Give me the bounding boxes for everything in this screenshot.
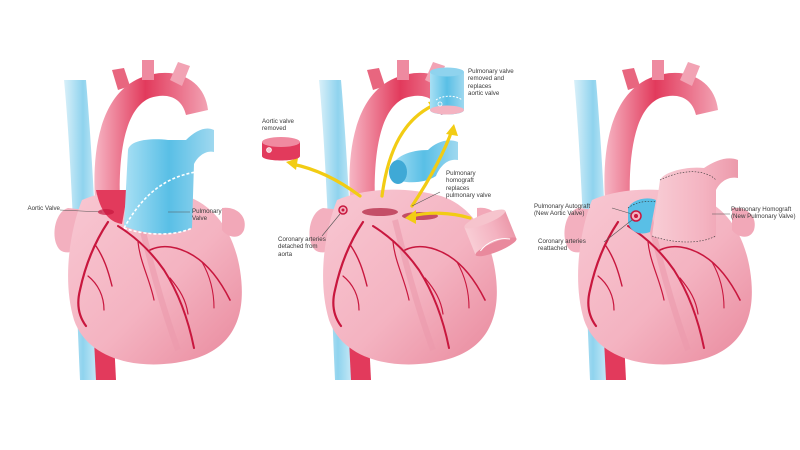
label-pulmonary-homograft: Pulmonary Homograft (New Pulmonary Valve… (731, 206, 796, 221)
aortic-valve-removed-icon (262, 137, 300, 161)
panel-normal-heart (54, 60, 244, 380)
pulmonary-homograft-graft (652, 158, 738, 242)
label-pulmonary-homograft-replaces: Pulmonary homograft replaces pulmonary v… (446, 170, 492, 200)
panel-procedure (262, 60, 517, 380)
label-aortic-valve-removed: Aortic valve removed (262, 118, 294, 133)
label-pulmonary-valve: Pulmonary Valve (192, 208, 222, 223)
panel-completed (564, 60, 754, 380)
pulmonary-valve-cylinder-icon (430, 67, 464, 115)
label-aortic-valve: Aortic Valve (27, 205, 60, 212)
label-pulmonary-autograft: Pulmonary Autograft (New Aortic Valve) (534, 203, 591, 218)
label-coronary-detached: Coronary arteries detached from aorta (278, 236, 326, 258)
curved-arrow-icon (290, 102, 472, 220)
label-coronary-reattached: Coronary arteries reattached (538, 238, 586, 253)
label-pulmonary-valve-replaces: Pulmonary valve removed and replaces aor… (468, 68, 514, 98)
pulmonary-homograft-icon (464, 209, 517, 257)
